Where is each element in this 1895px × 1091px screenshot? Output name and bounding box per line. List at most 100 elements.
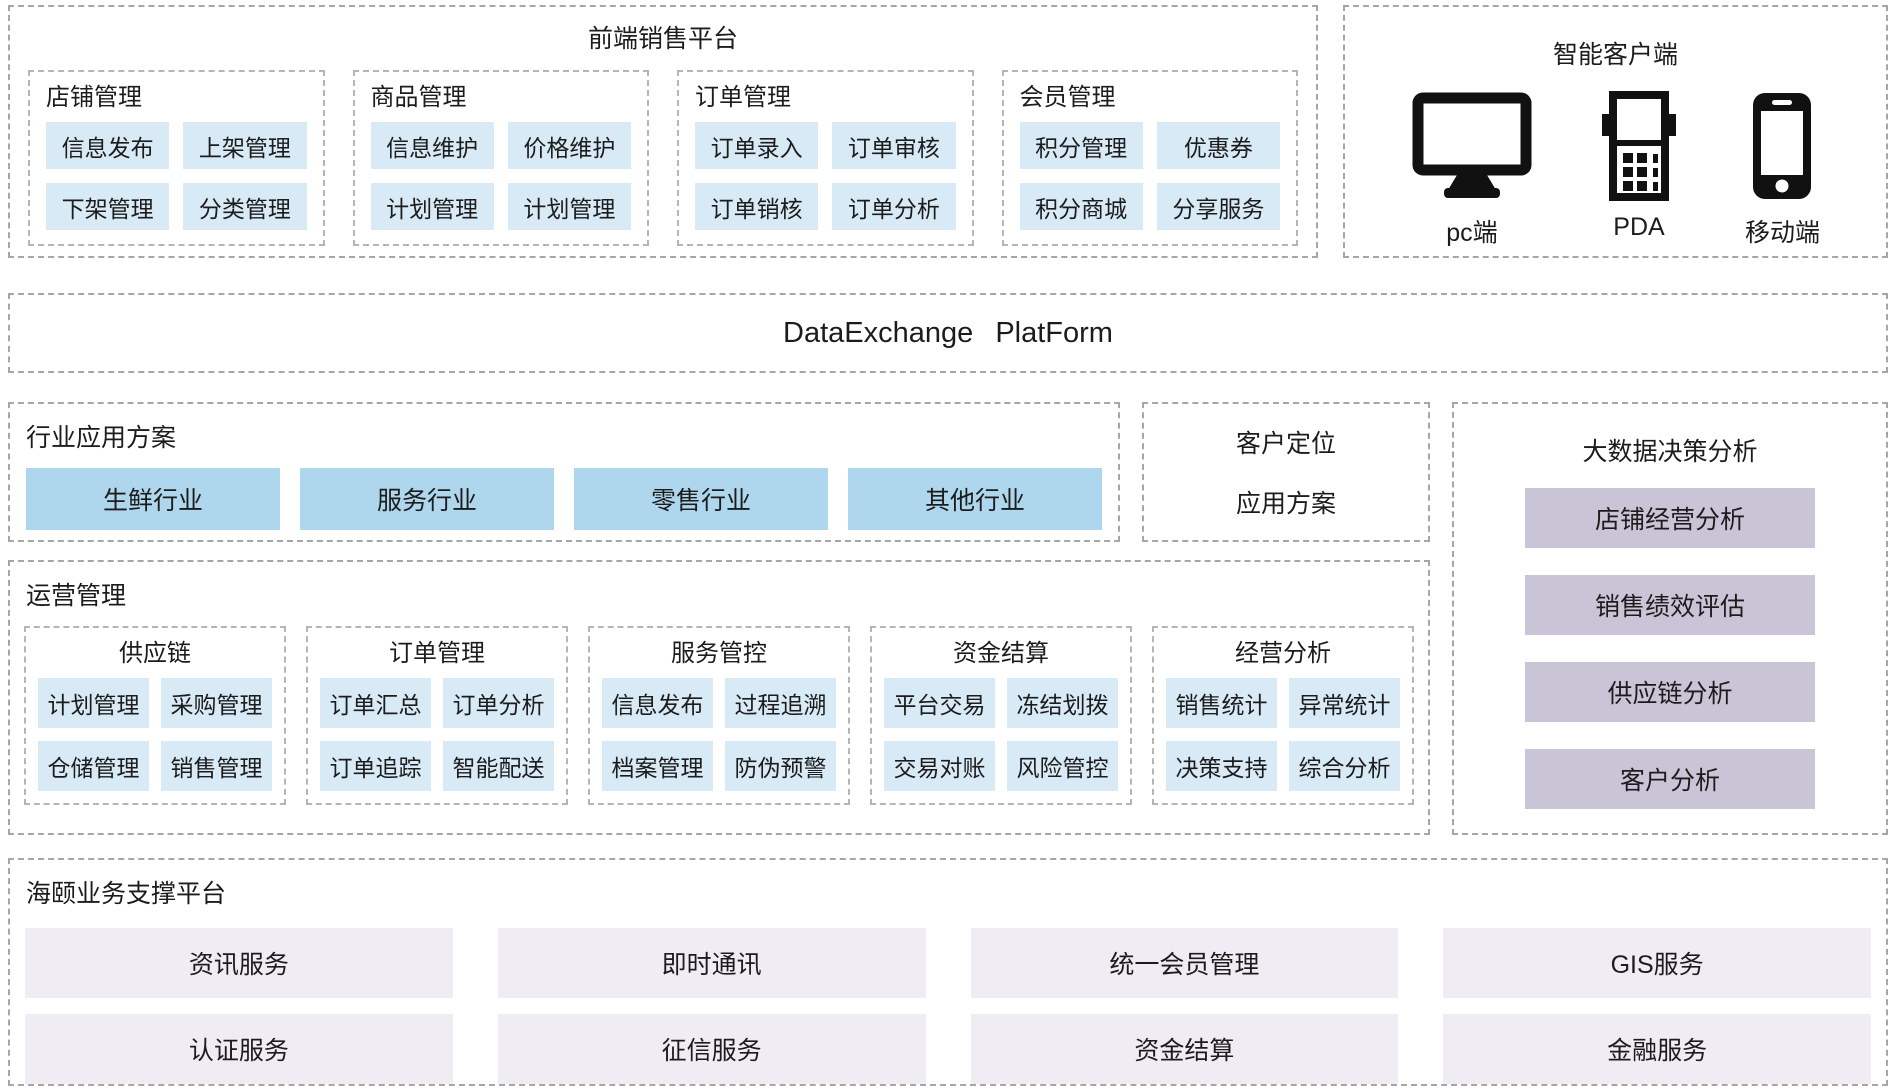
customer-positioning-section: 客户定位 应用方案: [1142, 402, 1430, 542]
support-platform-title: 海颐业务支撑平台: [26, 880, 227, 908]
support-platform-section: 海颐业务支撑平台 资讯服务 即时通讯 统一会员管理 GIS服务 认证服务 征信服…: [8, 858, 1888, 1086]
module-tile: 计划管理: [370, 183, 494, 230]
tile-grid: 计划管理 采购管理 仓储管理 销售管理: [38, 678, 272, 791]
module-tile: 防伪预警: [725, 741, 836, 791]
module-tile: 订单审核: [832, 122, 956, 169]
group-order-management: 订单管理 订单汇总 订单分析 订单追踪 智能配送: [306, 626, 568, 805]
group-business-analysis: 经营分析 销售统计 异常统计 决策支持 综合分析: [1152, 626, 1414, 805]
module-tile: 采购管理: [161, 678, 272, 728]
tile-grid: 信息发布 上架管理 下架管理 分类管理: [46, 122, 307, 230]
group-title: 服务管控: [671, 640, 767, 667]
group-title: 订单管理: [695, 84, 791, 111]
module-tile: 智能配送: [443, 741, 554, 791]
operations-title: 运营管理: [26, 582, 127, 610]
group-title: 资金结算: [953, 640, 1049, 667]
operations-groups: 供应链 计划管理 采购管理 仓储管理 销售管理 订单管理 订单汇总 订单分析 订…: [24, 626, 1414, 805]
module-tile: 异常统计: [1289, 678, 1400, 728]
data-exchange-platform-band: DataExchange PlatForm: [8, 293, 1888, 373]
analysis-tile: 销售绩效评估: [1525, 575, 1815, 635]
big-data-tiles: 店铺经营分析 销售绩效评估 供应链分析 客户分析: [1525, 488, 1815, 809]
group-title: 订单管理: [389, 640, 485, 667]
tile-grid: 订单录入 订单审核 订单销核 订单分析: [695, 122, 956, 230]
analysis-tile: 供应链分析: [1525, 662, 1815, 722]
module-tile: 过程追溯: [725, 678, 836, 728]
module-tile: 下架管理: [46, 183, 170, 230]
device-label: 移动端: [1744, 219, 1820, 247]
module-tile: 积分管理: [1019, 122, 1143, 169]
service-tile: 认证服务: [25, 1014, 453, 1084]
tile-grid: 信息维护 价格维护 计划管理 计划管理: [370, 122, 631, 230]
device-pc: pc端: [1411, 91, 1533, 249]
module-tile: 积分商城: [1019, 183, 1143, 230]
module-tile: 决策支持: [1166, 741, 1277, 791]
operations-management-section: 运营管理 供应链 计划管理 采购管理 仓储管理 销售管理 订单管理 订单汇总 订…: [8, 560, 1430, 835]
module-tile: 计划管理: [38, 678, 149, 728]
module-tile: 销售管理: [161, 741, 272, 791]
frontend-groups: 店铺管理 信息发布 上架管理 下架管理 分类管理 商品管理 信息维护 价格维护 …: [28, 70, 1298, 246]
module-tile: 优惠券: [1156, 122, 1280, 169]
module-tile: 价格维护: [507, 122, 631, 169]
group-title: 店铺管理: [46, 84, 142, 111]
industry-solutions-title: 行业应用方案: [26, 424, 177, 452]
device-mobile: 移动端: [1745, 91, 1820, 249]
analysis-tile: 店铺经营分析: [1525, 488, 1815, 548]
group-title: 经营分析: [1235, 640, 1331, 667]
module-tile: 信息维护: [370, 122, 494, 169]
module-tile: 分享服务: [1156, 183, 1280, 230]
module-tile: 销售统计: [1166, 678, 1277, 728]
module-tile: 风险管控: [1007, 741, 1118, 791]
service-tile: 金融服务: [1443, 1014, 1871, 1084]
desktop-monitor-icon: [1411, 91, 1533, 201]
tile-grid: 积分管理 优惠券 积分商城 分享服务: [1019, 122, 1280, 230]
module-tile: 交易对账: [884, 741, 995, 791]
module-tile: 订单汇总: [320, 678, 431, 728]
smartphone-icon: [1750, 91, 1814, 201]
module-tile: 综合分析: [1289, 741, 1400, 791]
analysis-tile: 客户分析: [1525, 749, 1815, 809]
device-pda: PDA: [1599, 91, 1679, 249]
smart-client-section: 智能客户端 pc端: [1343, 5, 1888, 258]
data-exchange-title: DataExchange PlatForm: [783, 316, 1113, 349]
module-tile: 订单分析: [832, 183, 956, 230]
service-tile: 征信服务: [497, 1014, 926, 1084]
tile-grid: 订单汇总 订单分析 订单追踪 智能配送: [320, 678, 554, 791]
tile-grid: 信息发布 过程追溯 档案管理 防伪预警: [602, 678, 836, 791]
group-supply-chain: 供应链 计划管理 采购管理 仓储管理 销售管理: [24, 626, 286, 805]
module-tile: 档案管理: [602, 741, 713, 791]
service-tile: GIS服务: [1443, 928, 1871, 998]
group-title: 商品管理: [370, 84, 467, 111]
module-tile: 分类管理: [183, 183, 307, 230]
customer-positioning-line: 应用方案: [1235, 490, 1336, 518]
module-tile: 订单录入: [695, 122, 819, 169]
industry-tile: 零售行业: [574, 468, 828, 530]
module-tile: 计划管理: [507, 183, 631, 230]
module-tile: 平台交易: [884, 678, 995, 728]
frontend-platform-title: 前端销售平台: [587, 25, 738, 53]
module-tile: 冻结划拨: [1007, 678, 1118, 728]
industry-tile: 生鲜行业: [26, 468, 280, 530]
big-data-title: 大数据决策分析: [1582, 438, 1758, 466]
group-store-management: 店铺管理 信息发布 上架管理 下架管理 分类管理: [28, 70, 325, 246]
module-tile: 仓储管理: [38, 741, 149, 791]
industry-tile: 其他行业: [848, 468, 1102, 530]
group-title: 会员管理: [1019, 84, 1116, 111]
module-tile: 订单销核: [695, 183, 819, 230]
customer-positioning-line: 客户定位: [1235, 430, 1336, 458]
module-tile: 上架管理: [183, 122, 307, 169]
group-fund-settlement: 资金结算 平台交易 冻结划拨 交易对账 风险管控: [870, 626, 1132, 805]
group-member-management: 会员管理 积分管理 优惠券 积分商城 分享服务: [1001, 70, 1298, 246]
tile-grid: 销售统计 异常统计 决策支持 综合分析: [1166, 678, 1400, 791]
service-tile: 资讯服务: [25, 928, 453, 998]
tile-grid: 平台交易 冻结划拨 交易对账 风险管控: [884, 678, 1118, 791]
group-service-control: 服务管控 信息发布 过程追溯 档案管理 防伪预警: [588, 626, 850, 805]
module-tile: 信息发布: [46, 122, 170, 169]
support-tiles: 资讯服务 即时通讯 统一会员管理 GIS服务 认证服务 征信服务 资金结算 金融…: [25, 928, 1871, 1084]
module-tile: 信息发布: [602, 678, 713, 728]
smart-client-title: 智能客户端: [1552, 41, 1678, 69]
service-tile: 资金结算: [970, 1014, 1399, 1084]
industry-tile: 服务行业: [300, 468, 554, 530]
module-tile: 订单分析: [443, 678, 554, 728]
group-title: 供应链: [119, 640, 191, 667]
device-label: PDA: [1613, 213, 1665, 241]
